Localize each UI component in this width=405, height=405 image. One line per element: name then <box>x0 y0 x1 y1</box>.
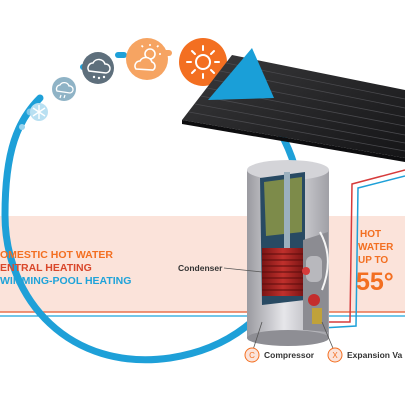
use-central-heating: ENTRAL HEATING <box>0 262 92 274</box>
expansion-valve-marker-letter: X <box>332 351 338 360</box>
expansion-valve-marker: X <box>327 347 343 363</box>
use-swimming-pool-heating: WIMMING-POOL HEATING <box>0 275 131 287</box>
compressor-marker: C <box>244 347 260 363</box>
solar-pipes <box>321 169 405 329</box>
trail-dot <box>19 124 25 130</box>
condenser-label: Condenser <box>178 263 223 273</box>
sun-cloud-icon <box>126 38 168 80</box>
uses-band <box>0 216 405 317</box>
compressor-marker-letter: C <box>249 351 255 360</box>
expansion-valve-label: Expansion Va <box>347 350 403 360</box>
hot-water-line2: WATER <box>358 242 394 253</box>
rain-cloud-icon <box>52 77 76 101</box>
hot-water-line1: HOT <box>360 229 381 240</box>
hot-water-line3: UP TO <box>358 255 388 266</box>
hot-water-temperature: 55° <box>356 268 394 296</box>
snow-cloud-icon <box>82 52 114 84</box>
sun-icon <box>179 38 227 86</box>
condenser-coil <box>262 248 304 296</box>
snowflake-icon <box>30 103 48 121</box>
sun-ray-arrow-icon <box>208 48 274 100</box>
connector-dash <box>115 52 127 58</box>
compressor-label: Compressor <box>264 350 315 360</box>
use-domestic-hot-water: OMESTIC HOT WATER <box>0 249 113 261</box>
storage-tank <box>247 160 329 346</box>
